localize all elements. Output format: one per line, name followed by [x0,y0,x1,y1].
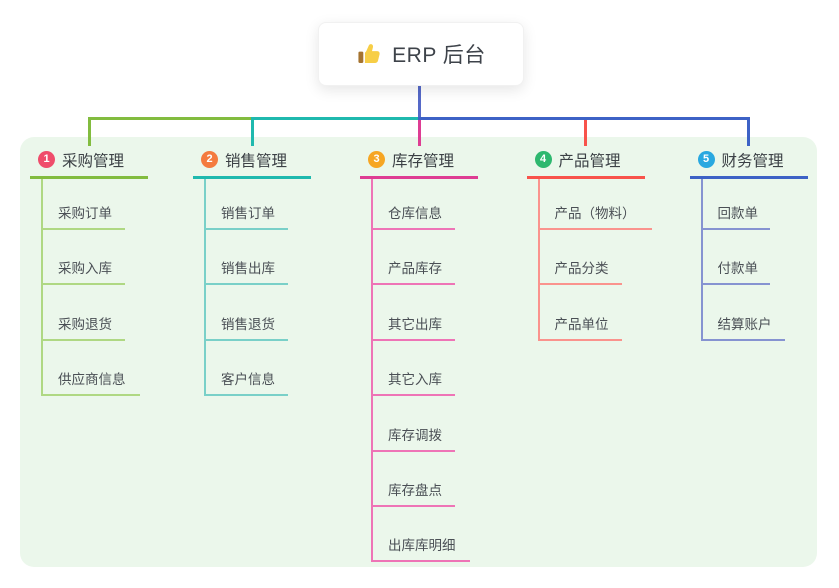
branch-spine-line [700,179,703,341]
child-node[interactable]: 客户信息 [221,372,275,387]
child-node[interactable]: 其它出库 [388,317,442,332]
child-underline [371,394,455,396]
branch-underline [193,176,311,179]
branch-spine-line [537,179,540,341]
child-node[interactable]: 采购退货 [58,317,112,332]
child-node[interactable]: 出库库明细 [388,538,456,553]
root-node[interactable]: ERP 后台 [318,22,524,86]
branch-title[interactable]: 采购管理 [62,153,125,170]
child-underline [371,228,455,230]
child-underline [371,283,455,285]
child-node[interactable]: 采购入库 [58,261,112,276]
branch-underline [360,176,478,179]
child-underline [371,505,455,507]
child-node[interactable]: 付款单 [717,261,759,276]
child-underline [204,228,288,230]
branch-spine-line [371,179,373,563]
child-underline [537,339,622,341]
child-underline [41,339,125,341]
child-node[interactable]: 结算账户 [717,317,772,332]
child-node[interactable]: 其它入库 [388,372,442,387]
child-underline [537,228,652,230]
branch-drop-line [584,120,587,146]
child-node[interactable]: 销售退货 [221,317,275,332]
child-underline [204,283,288,285]
root-label: ERP 后台 [392,44,486,67]
child-node[interactable]: 采购订单 [58,206,112,221]
background-panel [20,137,817,567]
child-underline [371,560,470,562]
child-underline [371,339,455,341]
branch-spine-line [204,179,206,397]
child-underline [41,394,140,396]
branch-drop-line [250,120,254,146]
child-node[interactable]: 仓库信息 [388,206,442,221]
child-underline [204,339,288,341]
branch-badge: 4 [534,151,552,168]
child-node[interactable]: 销售出库 [221,261,275,276]
branch-spine-line [41,179,43,397]
child-node[interactable]: 产品分类 [554,261,609,276]
child-node[interactable]: 销售订单 [221,206,275,221]
bus-segment-left [87,117,254,120]
branch-title[interactable]: 库存管理 [392,153,455,170]
branch-drop-line [747,120,750,146]
child-node[interactable]: 库存调拨 [388,428,442,443]
branch-title[interactable]: 产品管理 [558,153,621,170]
child-underline [537,283,622,285]
branch-badge: 1 [38,151,55,168]
branch-title[interactable]: 财务管理 [721,153,784,170]
child-node[interactable]: 回款单 [717,206,759,221]
branch-badge: 2 [201,151,218,168]
child-underline [700,339,785,341]
child-node[interactable]: 产品（物料） [554,206,636,221]
child-node[interactable]: 库存盘点 [388,483,442,498]
child-underline [204,394,288,396]
child-underline [700,228,770,230]
branch-drop-line [417,120,421,146]
branch-underline [689,176,808,179]
child-underline [41,283,125,285]
thumbs-up-icon [356,41,382,67]
branch-badge: 3 [368,151,385,168]
branch-badge: 5 [697,151,715,168]
branch-underline [30,176,148,179]
child-node[interactable]: 产品库存 [388,261,442,276]
branch-drop-line [87,120,91,146]
bus-segment-right [417,117,750,120]
child-underline [700,283,770,285]
child-underline [41,228,125,230]
branch-underline [526,176,645,179]
root-connector-line [417,84,421,120]
child-node[interactable]: 供应商信息 [58,372,126,387]
bus-segment-mid [250,117,421,120]
branch-title[interactable]: 销售管理 [225,153,288,170]
child-underline [371,450,455,452]
child-node[interactable]: 产品单位 [554,317,609,332]
